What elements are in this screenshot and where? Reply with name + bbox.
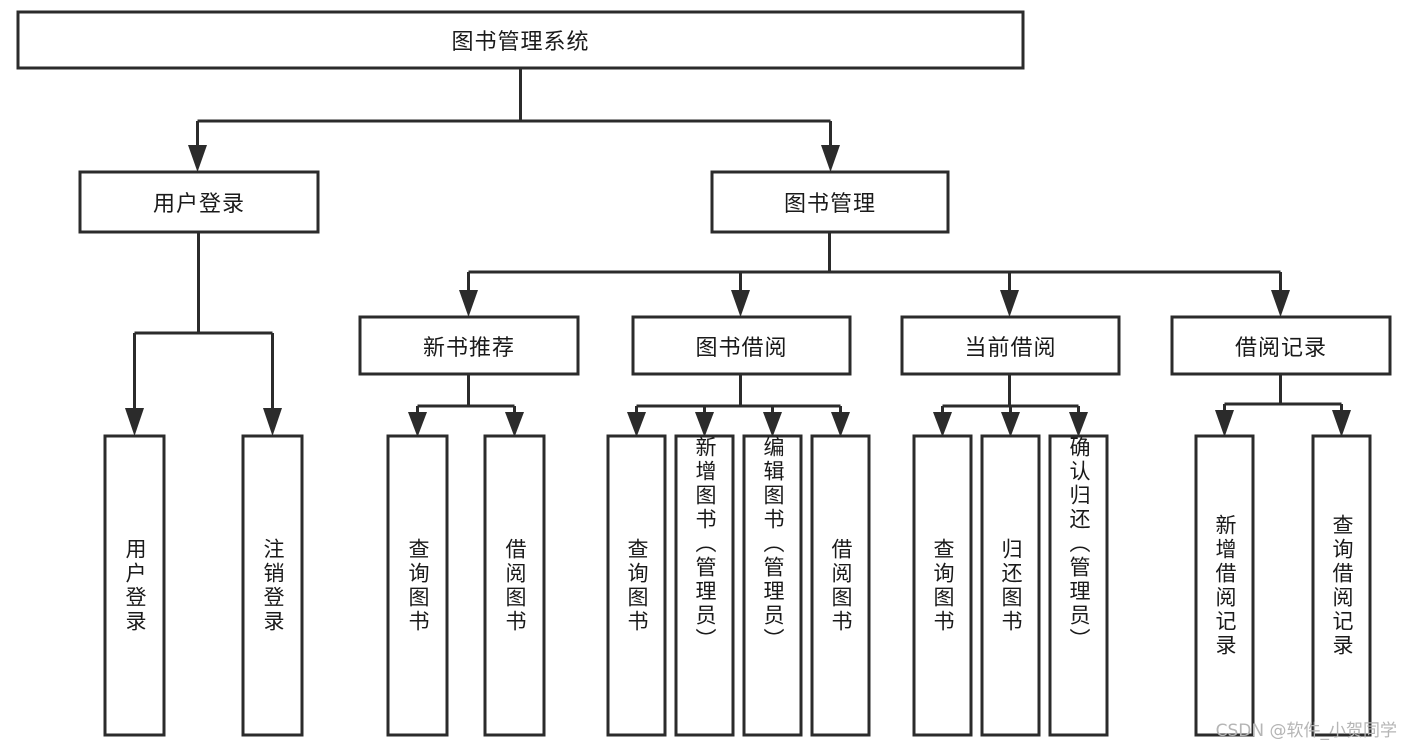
arrow-head-bookborrow-leaf-4 — [831, 412, 850, 437]
arrow-head-currentborrow-leaf-3 — [1069, 412, 1088, 437]
arrow-head-currentborrow-leaf-2 — [1001, 412, 1020, 437]
node-box-leaf-edit-book[interactable] — [742, 434, 803, 737]
arrow-head-borrow-record — [1271, 290, 1290, 317]
node-box-leaf-return-book[interactable] — [980, 434, 1041, 737]
node-box-leaf-borrow-query[interactable] — [606, 434, 667, 737]
arrow-head-new-book-rec — [459, 290, 478, 317]
arrow-head-newbook-leaf-1 — [408, 412, 427, 437]
node-box-borrow-record[interactable] — [1170, 315, 1392, 376]
arrow-head-bookborrow-leaf-2 — [695, 412, 714, 437]
node-box-book-borrow[interactable] — [631, 315, 852, 376]
arrow-head-book-manage — [821, 145, 840, 172]
node-box-leaf-add-record[interactable] — [1194, 434, 1255, 737]
arrow-head-current-borrow — [1000, 290, 1019, 317]
node-box-leaf-borrow-book[interactable] — [810, 434, 871, 737]
arrow-head-borrowrecord-leaf-1 — [1215, 410, 1234, 437]
arrow-head-leaf-user-login — [125, 408, 144, 436]
arrow-head-bookborrow-leaf-1 — [627, 412, 646, 437]
node-box-leaf-logout[interactable] — [241, 434, 304, 737]
node-box-book-manage[interactable] — [710, 170, 950, 234]
node-box-current-borrow[interactable] — [900, 315, 1121, 376]
node-box-new-book-rec[interactable] — [358, 315, 580, 376]
arrow-head-bookborrow-leaf-3 — [763, 412, 782, 437]
node-box-root[interactable] — [16, 10, 1025, 70]
node-box-leaf-newbook-borrow[interactable] — [483, 434, 546, 737]
arrow-head-leaf-logout — [263, 408, 282, 436]
node-box-leaf-confirm-return[interactable] — [1048, 434, 1109, 737]
arrow-head-book-borrow — [731, 290, 750, 317]
arrow-head-currentborrow-leaf-1 — [933, 412, 952, 437]
arrow-head-newbook-leaf-2 — [505, 412, 524, 437]
node-box-leaf-query-record[interactable] — [1311, 434, 1372, 737]
arrow-head-borrowrecord-leaf-2 — [1332, 410, 1351, 437]
arrow-head-user-login — [188, 145, 207, 172]
node-box-leaf-current-query[interactable] — [912, 434, 973, 737]
node-box-leaf-add-book[interactable] — [674, 434, 735, 737]
node-box-leaf-newbook-query[interactable] — [386, 434, 449, 737]
node-box-leaf-user-login[interactable] — [103, 434, 166, 737]
node-box-user-login[interactable] — [78, 170, 320, 234]
